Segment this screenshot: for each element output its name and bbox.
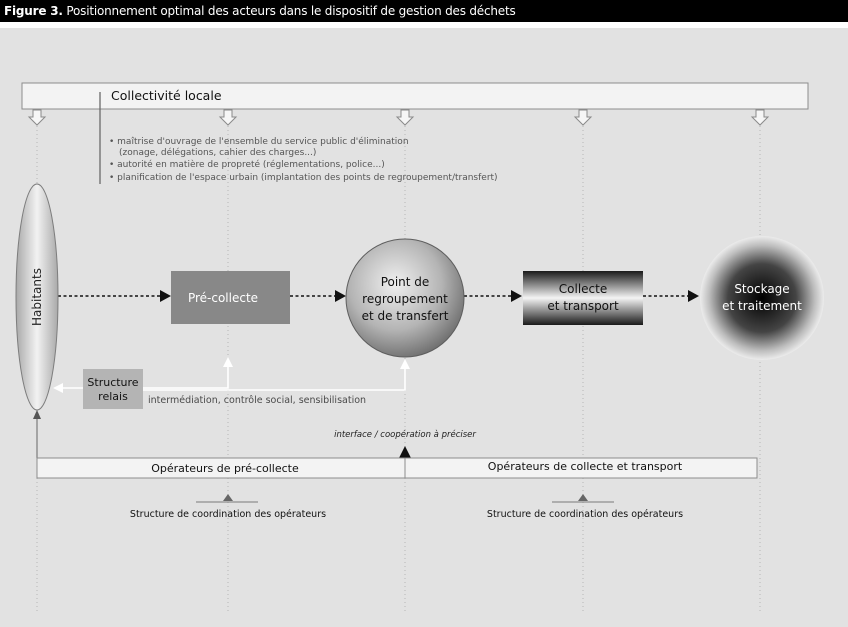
relais-feedback-lines bbox=[62, 366, 406, 391]
stockage-node bbox=[700, 236, 824, 360]
flow-arrowheads bbox=[160, 290, 699, 302]
operateurs-bar bbox=[36, 457, 758, 479]
down-arrow-icon bbox=[573, 109, 593, 126]
collectivite-bullet: • planification de l'espace urbain (impl… bbox=[109, 173, 498, 183]
stockage-label-line: Stockage bbox=[734, 282, 789, 296]
figure-title-bar: Figure 3. Positionnement optimal des act… bbox=[0, 0, 848, 22]
figure-title-text: Positionnement optimal des acteurs dans … bbox=[66, 4, 516, 18]
arrowhead-icon bbox=[511, 290, 522, 302]
diagram-panel: Collectivité locale • maîtrise d'ouvrage… bbox=[0, 28, 848, 627]
down-arrow-icon bbox=[218, 109, 238, 126]
arrowhead-icon bbox=[53, 383, 63, 393]
collectivite-bar bbox=[21, 82, 809, 110]
intermediation-label: intermédiation, contrôle social, sensibi… bbox=[148, 395, 366, 406]
collecte-label-line: Collecte bbox=[559, 282, 607, 296]
relais-to-precollecte-line bbox=[143, 366, 229, 389]
collecte-box bbox=[523, 271, 643, 325]
arrowhead-icon bbox=[688, 290, 699, 302]
relais-to-point-line bbox=[143, 368, 406, 391]
vertical-guides bbox=[36, 118, 761, 611]
coordination-label-right: Structure de coordination des opérateurs bbox=[487, 509, 683, 520]
down-arrows bbox=[27, 109, 770, 126]
operateurs-collecte-label: Opérateurs de collecte et transport bbox=[488, 460, 683, 473]
relais-label-line: Structure bbox=[87, 376, 138, 389]
collectivite-bullet: • autorité en matière de propreté (régle… bbox=[109, 159, 385, 170]
arrowhead-icon bbox=[223, 357, 233, 367]
collectivite-title: Collectivité locale bbox=[111, 88, 222, 103]
relais-label-line: relais bbox=[98, 390, 128, 403]
figure-title: Figure 3. Positionnement optimal des act… bbox=[4, 3, 516, 19]
precollecte-box bbox=[171, 271, 290, 324]
arrowhead-icon bbox=[335, 290, 346, 302]
structure-relais-box bbox=[83, 369, 143, 409]
figure-label: Figure 3. bbox=[4, 4, 63, 18]
down-arrow-icon bbox=[750, 109, 770, 126]
arrowhead-icon bbox=[400, 359, 410, 369]
interface-arrow-icon bbox=[399, 446, 411, 458]
point-label-line: regroupement bbox=[362, 292, 448, 306]
point-regroupement-node bbox=[345, 238, 465, 358]
relais-arrowheads bbox=[53, 357, 410, 393]
habitants-label: Habitants bbox=[30, 268, 44, 326]
coordination-label-left: Structure de coordination des opérateurs bbox=[130, 509, 326, 520]
collectivite-bullet: • maîtrise d'ouvrage de l'ensemble du se… bbox=[109, 136, 409, 147]
collecte-label-line: et transport bbox=[547, 299, 619, 313]
arrowhead-icon bbox=[160, 290, 171, 302]
stockage-label-line: et traitement bbox=[722, 299, 802, 313]
coordination-arrow-icon bbox=[578, 494, 588, 501]
precollecte-label: Pré-collecte bbox=[188, 291, 258, 305]
interface-label: interface / coopération à préciser bbox=[334, 429, 476, 440]
waste-management-diagram: Collectivité locale • maîtrise d'ouvrage… bbox=[15, 82, 824, 611]
point-label-line: et de transfert bbox=[362, 309, 449, 323]
collectivite-bullet: (zonage, délégations, cahier des charges… bbox=[119, 147, 316, 158]
operateurs-precollecte-label: Opérateurs de pré-collecte bbox=[151, 462, 299, 475]
point-label-line: Point de bbox=[381, 275, 430, 289]
coordination-arrow-icon bbox=[223, 494, 233, 501]
down-arrow-icon bbox=[27, 109, 47, 126]
arrowhead-icon bbox=[33, 410, 41, 419]
down-arrow-icon bbox=[395, 109, 415, 126]
